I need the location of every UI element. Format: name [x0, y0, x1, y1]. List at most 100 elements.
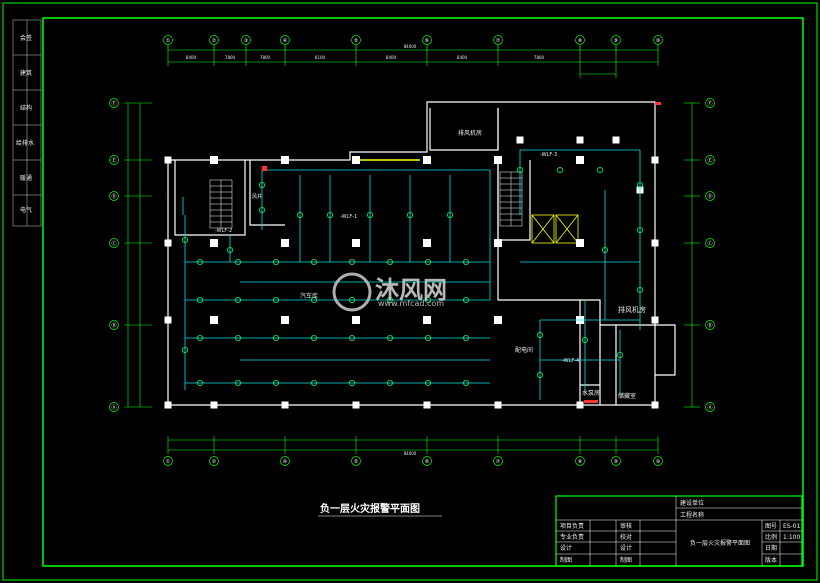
top-seg-0: 8400	[186, 55, 197, 60]
circuit-label-2: -WLF-2	[215, 228, 232, 234]
structural-columns	[164, 136, 659, 409]
smoke-detector-icon	[234, 258, 241, 265]
column	[651, 316, 659, 324]
grid-left-0-circle	[109, 98, 119, 108]
circuit-label-4: -WLF-4	[562, 358, 579, 364]
grid-top-1-label: ②	[212, 38, 217, 44]
smoke-detector-icon	[348, 334, 355, 341]
grid-left-3-circle	[109, 238, 119, 248]
column	[494, 239, 502, 247]
room-pump: 水泵房	[582, 389, 600, 397]
column	[423, 401, 431, 409]
smoke-detector-icon	[326, 211, 333, 218]
grid-left-3-label: Ⓒ	[111, 240, 116, 247]
column	[494, 156, 502, 164]
grid-right-2-label: Ⓓ	[707, 193, 712, 200]
smoke-detector-icon	[462, 296, 469, 303]
smoke-detector-icon	[637, 226, 644, 233]
accent-marker-icon	[655, 102, 661, 105]
bottom-total-dim: 84000	[404, 451, 417, 456]
grid-bottom-6-label: ⑦	[496, 459, 501, 465]
smoke-detector-icon	[462, 258, 469, 265]
smoke-detector-icon	[258, 206, 265, 213]
grid-bottom-7-label: ⑧	[578, 459, 583, 465]
grid-left-0-label: Ⓕ	[111, 100, 116, 107]
grid-right-5-circle	[705, 402, 715, 412]
grid-bottom-7-circle	[575, 456, 585, 466]
column	[164, 239, 172, 247]
column	[210, 401, 218, 409]
smoke-detector-icon	[234, 296, 241, 303]
right-dimensions	[684, 102, 700, 408]
smoke-detector-icon	[597, 166, 604, 173]
smoke-detector-icon	[226, 246, 233, 253]
smoke-detector-icon	[386, 258, 393, 265]
grid-bottom-9-label: ⑩	[656, 459, 661, 465]
grid-right-1-label: Ⓔ	[707, 157, 712, 164]
smoke-detector-icon	[348, 379, 355, 386]
room-distribution: 配电间	[515, 346, 533, 354]
smoke-detector-icon	[386, 296, 393, 303]
tb-right-1: 比例	[765, 533, 777, 541]
smoke-detector-icon	[310, 379, 317, 386]
grid-bottom-0-circle	[163, 456, 173, 466]
smoke-detector-icon	[462, 334, 469, 341]
watermark: 沐风网 www.mfcad.com	[332, 272, 447, 312]
tb-right-3: 版本	[765, 556, 777, 564]
smoke-detector-icon	[310, 296, 317, 303]
column	[576, 239, 584, 247]
grid-left-5-label: Ⓐ	[111, 404, 116, 411]
top-seg-4: 8400	[386, 55, 397, 60]
grid-top-9-circle	[653, 35, 663, 45]
smoke-detector-icon	[446, 211, 453, 218]
smoke-detector-icon	[602, 246, 609, 253]
top-seg-3: 8100	[315, 55, 326, 60]
smoke-detector-icon	[348, 296, 355, 303]
column	[576, 136, 584, 144]
smoke-detector-icon	[462, 379, 469, 386]
smoke-detector-icon	[557, 166, 564, 173]
title-block: 建设单位 工程名称 负一层火灾报警平面图 项目负责 审核 专业负责 校对 设计 …	[555, 495, 803, 567]
grid-top-3-circle	[280, 35, 290, 45]
column	[164, 401, 172, 409]
tb-row0-a: 项目负责	[560, 522, 584, 530]
building-walls	[167, 101, 676, 406]
grid-top-8-label: ⑨	[614, 38, 618, 44]
grid-bottom-3-circle	[280, 456, 290, 466]
smoke-detector-icon	[537, 331, 544, 338]
grid-top-8-circle	[611, 35, 621, 45]
column	[352, 239, 360, 247]
tb-row0-b: 审核	[620, 522, 632, 530]
smoke-detector-icon	[386, 334, 393, 341]
side-stamp: 会签 建筑 结构 给排水 暖通 电气	[12, 19, 42, 227]
room-fan: 排风机房	[458, 129, 482, 137]
smoke-detector-icon	[406, 211, 413, 218]
grid-left-2-circle	[109, 191, 119, 201]
smoke-detector-icon	[517, 166, 524, 173]
smoke-detector-icon	[424, 258, 431, 265]
smoke-detector-icon	[424, 334, 431, 341]
left-dimensions	[124, 102, 152, 408]
top-seg-5: 8400	[457, 55, 468, 60]
watermark-url: www.mfcad.com	[378, 299, 444, 308]
column	[352, 316, 360, 324]
smoke-detector-icon	[424, 379, 431, 386]
smoke-detector-icon	[296, 211, 303, 218]
stair-right	[499, 171, 523, 227]
grid-right-3-label: Ⓒ	[707, 240, 712, 247]
grid-right-2-circle	[705, 191, 715, 201]
stamp-2: 结构	[20, 104, 32, 112]
grid-top-5-label: ⑥	[425, 38, 430, 44]
room-storage: 储藏室	[618, 392, 636, 400]
column	[281, 156, 289, 164]
grid-top-0-circle	[163, 35, 173, 45]
tb-right-val-0: ES-01	[783, 523, 801, 530]
circuit-label-1: -WLF-1	[340, 214, 357, 220]
grid-left-5-circle	[109, 402, 119, 412]
grid-top-6-circle	[493, 35, 503, 45]
smoke-detectors	[181, 166, 644, 386]
column	[423, 156, 431, 164]
accent-bar-icon	[584, 400, 598, 403]
